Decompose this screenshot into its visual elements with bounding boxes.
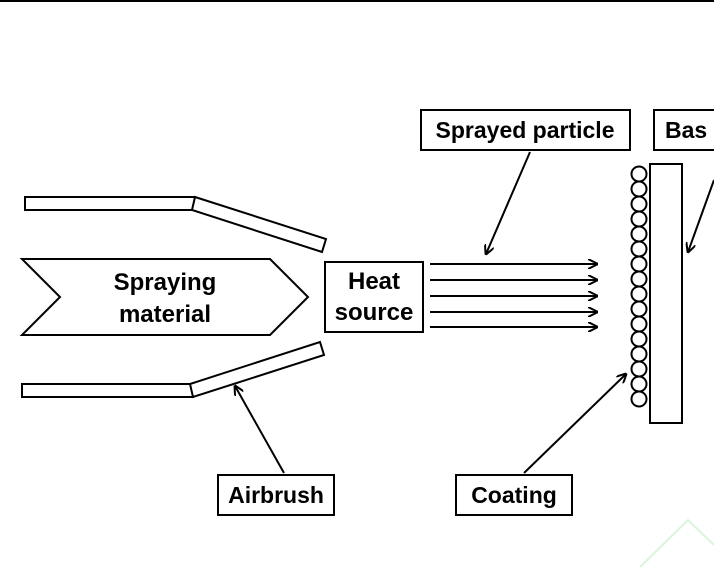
- spraying-material-label-1: Spraying: [114, 269, 217, 296]
- spray-stream-arrows: [430, 264, 597, 327]
- base-callout: Bas: [653, 109, 714, 252]
- coating-pointer: [523, 374, 626, 474]
- airbrush-label: Airbrush: [228, 482, 324, 508]
- coating-particles: [630, 165, 648, 408]
- base-pointer: [688, 179, 714, 252]
- base-label: Bas: [665, 117, 707, 143]
- airbrush-pointer: [235, 386, 285, 474]
- sprayed-particle-callout: Sprayed particle: [420, 109, 631, 254]
- airbrush-nozzle-upper: [24, 195, 328, 254]
- watermark-shape: [639, 518, 714, 568]
- heat-source-label-2: source: [335, 299, 414, 326]
- coating-callout: Coating: [455, 374, 626, 516]
- base-substrate: [649, 163, 683, 424]
- coating-label: Coating: [471, 482, 557, 508]
- sprayed-particle-label: Sprayed particle: [436, 117, 615, 143]
- airbrush-callout: Airbrush: [217, 386, 335, 516]
- sprayed-particle-pointer: [486, 151, 531, 254]
- spraying-material-label-2: material: [119, 301, 211, 328]
- airbrush-nozzle-lower: [21, 340, 326, 399]
- heat-source-box: Heat source: [324, 261, 424, 333]
- spraying-material-chevron: Spraying material: [19, 258, 310, 336]
- heat-source-label-1: Heat: [348, 268, 400, 295]
